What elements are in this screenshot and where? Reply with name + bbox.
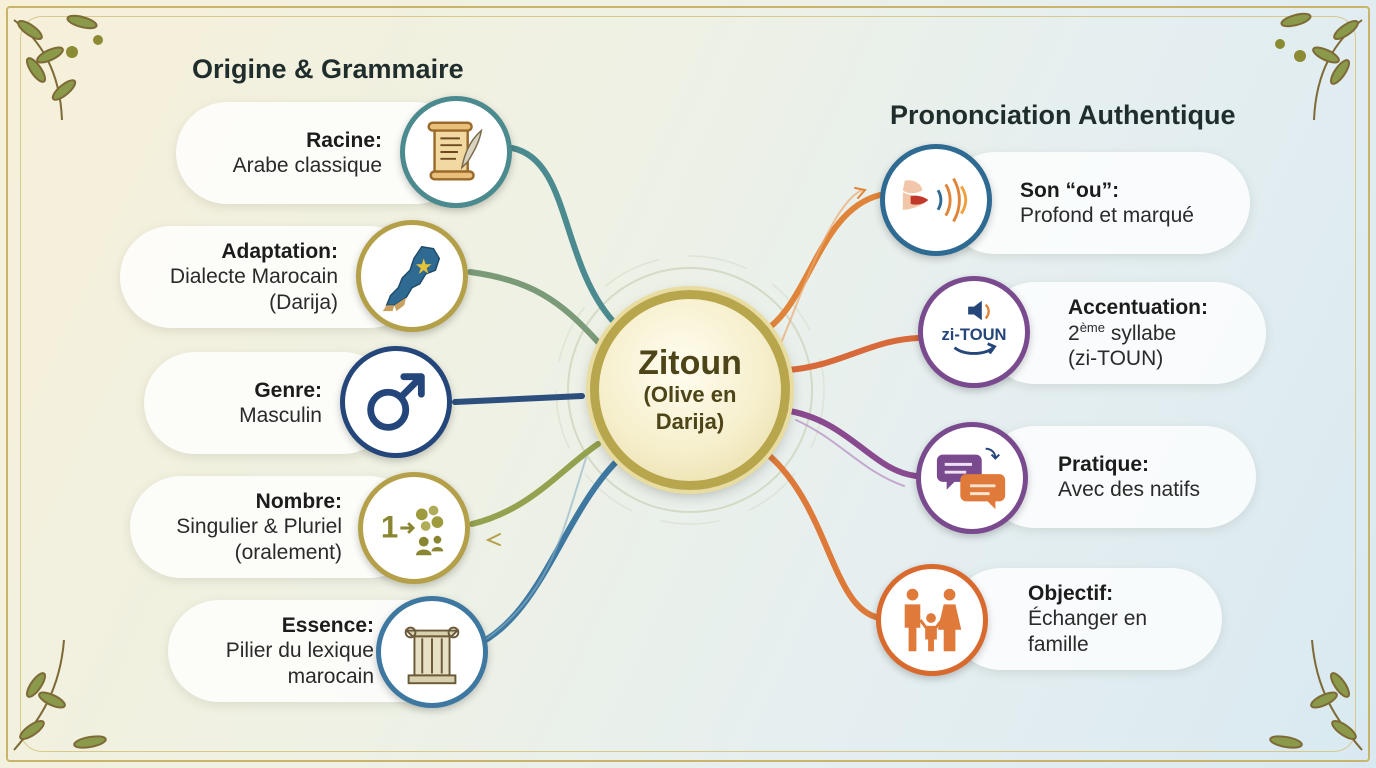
racine-text: Racine: Arabe classique: [233, 102, 382, 204]
objectif-badge: [876, 564, 988, 676]
son-text: Son “ou”: Profond et marqué: [1020, 152, 1194, 254]
pratique-card: Pratique: Avec des natifs: [984, 426, 1256, 528]
genre-value: Masculin: [239, 404, 322, 427]
nombre-text: Nombre: Singulier & Pluriel (oralement): [176, 476, 342, 578]
essence-value-line2: marocain: [287, 664, 374, 688]
pratique-value: Avec des natifs: [1058, 478, 1201, 501]
accentuation-card: Accentuation: 2ème syllabe (zi-TOUN): [984, 282, 1266, 384]
pratique-badge: [916, 422, 1028, 534]
essence-value-line1: Pilier du lexique: [225, 639, 374, 663]
inner-frame: [20, 16, 1356, 752]
morocco-map-icon: [382, 245, 441, 312]
family-icon: [904, 588, 962, 652]
objectif-value-line1: Échanger en: [1028, 607, 1148, 631]
right-section-title: Prononciation Authentique: [890, 100, 1236, 130]
male-symbol-icon: [367, 373, 425, 431]
adaptation-value-line2: (Darija): [269, 290, 338, 314]
pratique-text: Pratique: Avec des natifs: [1058, 426, 1200, 528]
mouth-sound-icon: [902, 177, 968, 223]
chat-bubbles-icon: [936, 447, 1006, 510]
genre-label: Genre:: [254, 378, 322, 402]
genre-badge: [340, 346, 452, 458]
outer-frame: [6, 6, 1370, 762]
adaptation-text: Adaptation: Dialecte Marocain (Darija): [170, 226, 338, 328]
pillar-icon: [404, 626, 460, 685]
accentuation-ordinal-suffix: ème: [1079, 319, 1105, 335]
speaker-syllable-icon: zi-TOUN: [941, 300, 1007, 355]
zi-toun-text: zi-TOUN: [941, 325, 1006, 344]
olive-branch-bottom-right-icon: [1269, 639, 1363, 751]
son-card: Son “ou”: Profond et marqué: [944, 152, 1250, 254]
accentuation-label: Accentuation:: [1068, 295, 1209, 319]
nombre-badge: 1: [358, 472, 470, 584]
accentuation-syllabe: syllabe: [1104, 321, 1177, 345]
son-value: Profond et marqué: [1020, 204, 1194, 227]
center-subtitle-line2: Darija): [655, 408, 725, 434]
essence-badge: [376, 596, 488, 708]
accentuation-ordinal: 2: [1068, 321, 1080, 345]
adaptation-badge: [356, 220, 468, 332]
objectif-text: Objectif: Échanger en famille: [1028, 568, 1147, 670]
nombre-label: Nombre:: [255, 490, 342, 514]
one-to-many-icon: 1: [381, 505, 444, 556]
accentuation-value-line2: (zi-TOUN): [1068, 347, 1164, 371]
racine-label: Racine:: [306, 128, 382, 152]
racine-badge: [400, 96, 512, 208]
racine-value: Arabe classique: [232, 154, 382, 177]
son-label: Son “ou”:: [1020, 178, 1120, 202]
accentuation-badge: zi-TOUN: [918, 276, 1030, 388]
objectif-value-line2: famille: [1028, 632, 1089, 656]
objectif-card: Objectif: Échanger en famille: [950, 568, 1222, 670]
adaptation-value-line1: Dialecte Marocain: [169, 265, 338, 289]
nombre-value-line1: Singulier & Pluriel: [176, 515, 342, 539]
accentuation-text: Accentuation: 2ème syllabe (zi-TOUN): [1068, 282, 1208, 384]
olive-branch-bottom-left-icon: [13, 639, 107, 751]
scroll-quill-icon: [427, 121, 483, 181]
left-connectors: [452, 145, 619, 651]
accentuation-value-line1: 2ème syllabe: [1068, 320, 1208, 346]
olive-branch-top-right-icon: [1275, 12, 1363, 121]
essence-text: Essence: Pilier du lexique marocain: [226, 600, 374, 702]
olive-branch-top-left-icon: [13, 14, 103, 121]
center-subtitle-line1: (Olive en: [643, 382, 737, 408]
nombre-value-line2: (oralement): [234, 540, 342, 564]
svg-text:1: 1: [381, 510, 398, 545]
adaptation-label: Adaptation:: [221, 240, 338, 264]
center-title: Zitoun: [638, 343, 742, 382]
essence-label: Essence:: [281, 614, 374, 638]
genre-text: Genre: Masculin: [239, 352, 322, 454]
right-connectors: [757, 187, 921, 621]
objectif-label: Objectif:: [1028, 582, 1114, 606]
center-node: Zitoun (Olive en Darija): [590, 290, 790, 490]
pratique-label: Pratique:: [1058, 452, 1150, 476]
left-section-title: Origine & Grammaire: [192, 54, 464, 84]
son-badge: [880, 144, 992, 256]
